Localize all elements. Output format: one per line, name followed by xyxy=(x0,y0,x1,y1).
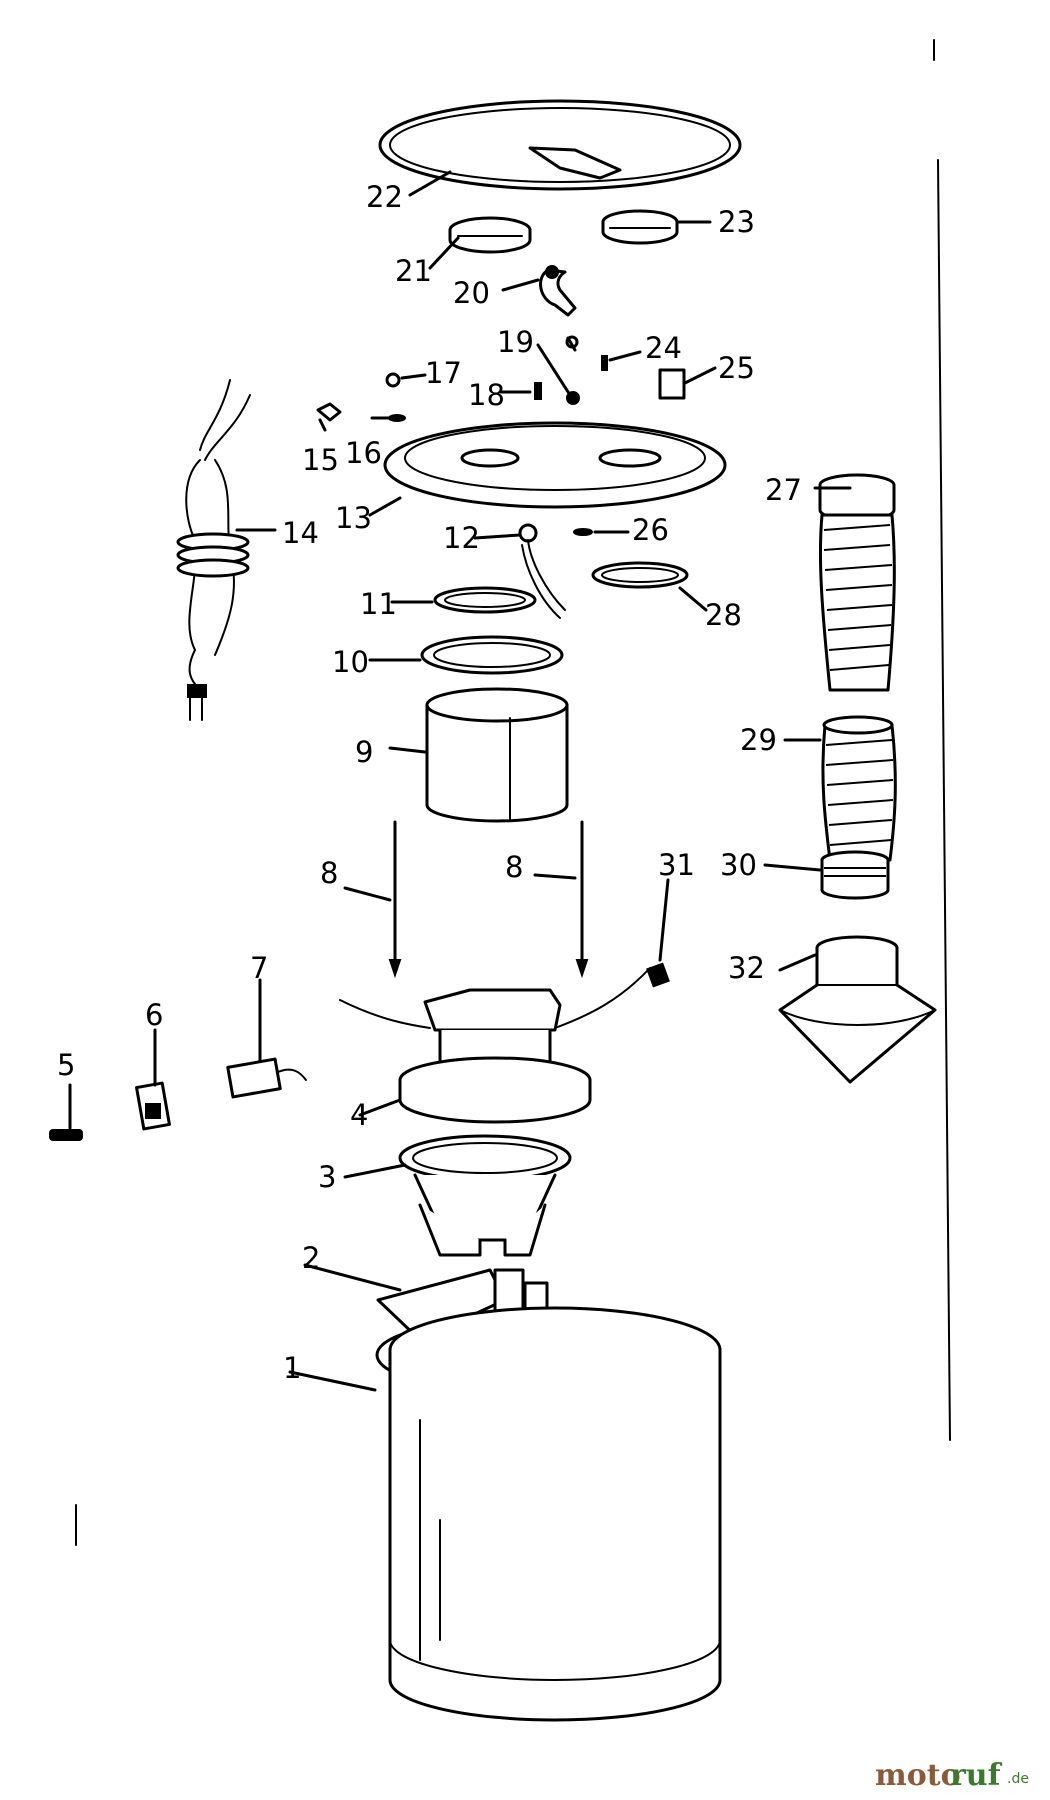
part-8-tie-rod-right xyxy=(575,820,589,979)
part-27-hose-cuff xyxy=(818,473,896,692)
part-20-handle xyxy=(539,265,577,317)
label-part-18: 18 xyxy=(468,378,505,412)
part-4-motor-assembly xyxy=(339,967,651,1124)
leader-lines xyxy=(68,170,852,1392)
label-part-22: 22 xyxy=(366,180,403,214)
part-13-lid xyxy=(383,421,727,509)
label-part-1: 1 xyxy=(283,1351,301,1385)
label-part-32: 32 xyxy=(728,951,765,985)
label-part-13: 13 xyxy=(335,501,372,535)
label-part-3: 3 xyxy=(318,1160,336,1194)
watermark-suffix: .de xyxy=(1007,1771,1029,1787)
label-part-25: 25 xyxy=(718,351,755,385)
label-part-27: 27 xyxy=(765,473,802,507)
part-7-switch xyxy=(226,1057,307,1099)
label-part-12: 12 xyxy=(443,521,480,555)
part-29-hose xyxy=(821,715,897,862)
part-21-filter-cap xyxy=(448,216,532,254)
part-5-screw xyxy=(49,1129,83,1141)
page-border-lines xyxy=(75,39,951,1546)
label-part-30: 30 xyxy=(720,848,757,882)
label-part-2: 2 xyxy=(302,1241,320,1275)
part-11-gasket xyxy=(433,586,537,614)
part-10-ring xyxy=(420,635,564,675)
label-part-6: 6 xyxy=(145,998,163,1032)
label-part-14: 14 xyxy=(282,516,319,550)
label-part-8-right: 8 xyxy=(505,850,523,884)
part-30-connector xyxy=(820,850,890,900)
label-part-7: 7 xyxy=(250,951,268,985)
label-part-28: 28 xyxy=(705,598,742,632)
part-14-power-cord xyxy=(176,379,251,721)
part-32-nozzle xyxy=(778,935,937,1084)
part-22-retaining-band xyxy=(378,99,742,191)
label-part-16: 16 xyxy=(345,436,382,470)
label-part-11: 11 xyxy=(360,587,397,621)
label-part-21: 21 xyxy=(395,254,432,288)
label-part-31: 31 xyxy=(658,848,695,882)
label-part-10: 10 xyxy=(332,645,369,679)
watermark-part2: ruf xyxy=(950,1758,1003,1793)
label-part-15: 15 xyxy=(302,443,339,477)
part-28-gasket xyxy=(591,561,689,589)
watermark-logo: moto ruf .de xyxy=(875,1758,1029,1793)
label-part-23: 23 xyxy=(718,205,755,239)
label-part-8-left: 8 xyxy=(320,856,338,890)
part-9-filter-cylinder xyxy=(425,687,569,823)
part-31-plug xyxy=(646,962,670,988)
part-6-bracket xyxy=(135,1081,171,1131)
part-23-filter-cap xyxy=(601,209,679,245)
part-3-cage xyxy=(398,1134,572,1257)
label-part-26: 26 xyxy=(632,513,669,547)
label-part-24: 24 xyxy=(645,331,682,365)
part-12-cord-clamp xyxy=(518,523,593,619)
part-labels: 1 2 3 4 5 6 7 8 8 9 10 11 12 13 14 15 16… xyxy=(57,180,802,1385)
label-part-4: 4 xyxy=(350,1098,368,1132)
label-part-29: 29 xyxy=(740,723,777,757)
label-part-19: 19 xyxy=(497,325,534,359)
label-part-17: 17 xyxy=(425,356,462,390)
label-part-5: 5 xyxy=(57,1048,75,1082)
part-1-drum xyxy=(375,1306,722,1722)
watermark-part1: moto xyxy=(875,1758,961,1793)
label-part-20: 20 xyxy=(453,276,490,310)
part-8-tie-rod-left xyxy=(388,820,402,979)
label-part-9: 9 xyxy=(355,735,373,769)
